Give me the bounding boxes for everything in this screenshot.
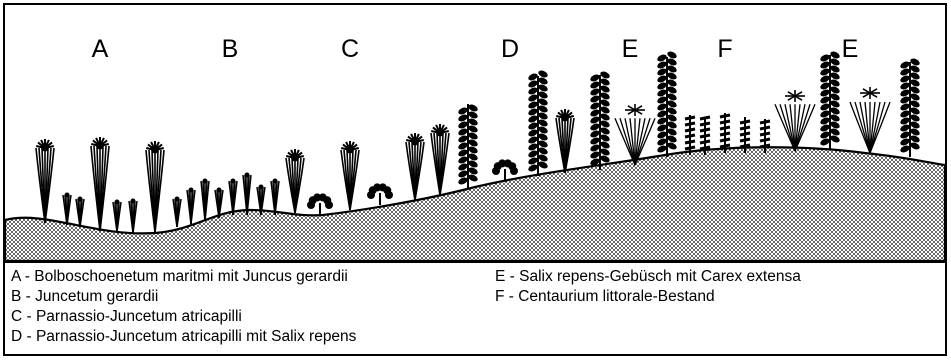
plant-carex-e-1 [615, 104, 655, 165]
legend-column-right: E - Salix repens-Gebüsch mit Carex exten… [495, 267, 801, 307]
plant-bolboschoenus-1 [36, 139, 54, 223]
zone-label-e-2: E [842, 35, 859, 64]
plant-bolboschoenus-3 [146, 141, 164, 232]
vegetation-profile-illustration [5, 5, 945, 261]
plant-juncus-b-5 [229, 179, 237, 216]
plant-carex-e-2 [775, 90, 815, 151]
plant-centaurium-1 [685, 115, 695, 155]
plant-juncus-atricapilli-2 [341, 141, 359, 210]
legend-column-left: A - Bolboschoenetum maritmi mit Juncus g… [11, 267, 356, 347]
legend-divider [5, 261, 945, 263]
legend-item-b: B - Juncetum gerardii [11, 287, 356, 307]
plant-juncus-atricapilli-5 [556, 109, 574, 173]
zone-label-c: C [341, 35, 359, 64]
zone-label-e-1: E [622, 35, 639, 64]
legend-item-d: D - Parnassio-Juncetum atricapilli mit S… [11, 327, 356, 347]
plant-salix-e-3 [819, 50, 841, 150]
zone-label-b: B [222, 35, 239, 64]
plant-centaurium-3 [720, 113, 730, 153]
plant-salix-e-1 [589, 70, 611, 170]
plant-juncus-b-8 [271, 179, 279, 216]
plant-juncus-a-3 [113, 200, 121, 233]
plant-juncus-a-4 [129, 199, 137, 234]
plant-salix-d-1 [457, 103, 479, 189]
legend-item-f: F - Centaurium littorale-Bestand [495, 287, 801, 307]
legend-item-a: A - Bolboschoenetum maritmi mit Juncus g… [11, 267, 356, 287]
zone-label-f: F [717, 35, 732, 64]
legend-item-c: C - Parnassio-Juncetum atricapilli [11, 307, 356, 327]
zone-label-d: D [501, 35, 519, 64]
plant-juncus-atricapilli-4 [431, 124, 449, 195]
plant-juncus-a-2 [76, 197, 84, 228]
plant-juncus-a-1 [63, 193, 71, 226]
plant-juncus-b-2 [187, 188, 195, 225]
plant-juncus-b-3 [201, 179, 209, 222]
plant-juncus-atricapilli-3 [406, 133, 424, 200]
plant-juncus-b-6 [243, 173, 251, 216]
plant-salix-e-2 [656, 50, 678, 157]
plant-salix-d-2 [527, 69, 549, 176]
plant-parnassia-3 [492, 159, 518, 181]
plant-juncus-b-1 [173, 197, 181, 228]
zone-label-a: A [92, 35, 109, 64]
legend: A - Bolboschoenetum maritmi mit Juncus g… [11, 267, 941, 355]
plant-parnassia-1 [307, 193, 333, 215]
vegetation-profile-figure: A B C D E F E A - Bolboschoenetum maritm… [3, 3, 947, 356]
plant-bolboschoenus-2 [91, 137, 109, 231]
legend-item-e: E - Salix repens-Gebüsch mit Carex exten… [495, 267, 801, 287]
plant-parnassia-2 [367, 183, 393, 205]
plant-juncus-atricapilli-1 [286, 149, 304, 213]
plant-carex-e-3 [850, 87, 890, 153]
plant-salix-e-4 [899, 57, 921, 157]
